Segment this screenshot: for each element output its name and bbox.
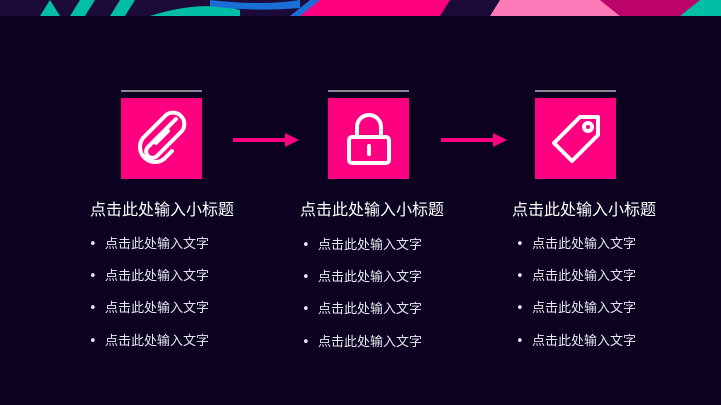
arrow-right-icon [233,132,299,151]
divider [121,90,202,92]
bullet-item[interactable]: •点击此处输入文字 [516,334,637,349]
column-3: 点击此处输入小标题 •点击此处输入文字 •点击此处输入文字 •点击此处输入文字 … [479,0,689,405]
bullet-item[interactable]: •点击此处输入文字 [89,237,210,252]
column-title[interactable]: 点击此处输入小标题 [511,200,656,219]
bullet-item[interactable]: •点击此处输入文字 [302,335,423,350]
column-title[interactable]: 点击此处输入小标题 [89,200,234,219]
bullet-item[interactable]: •点击此处输入文字 [516,269,637,284]
column-title[interactable]: 点击此处输入小标题 [299,200,444,219]
bullet-item[interactable]: •点击此处输入文字 [89,334,210,349]
tag-icon [535,98,616,179]
lock-icon [328,98,409,179]
divider [535,90,616,92]
bullet-item[interactable]: •点击此处输入文字 [516,237,637,252]
paperclip-icon [121,98,202,179]
bullet-item[interactable]: •点击此处输入文字 [302,238,423,253]
bullet-item[interactable]: •点击此处输入文字 [302,270,423,285]
bullet-item[interactable]: •点击此处输入文字 [302,302,423,317]
tropical-leaf-banner [0,0,721,16]
divider [328,90,409,92]
bullet-item[interactable]: •点击此处输入文字 [516,301,637,316]
bullet-item[interactable]: •点击此处输入文字 [89,269,210,284]
column-2: 点击此处输入小标题 •点击此处输入文字 •点击此处输入文字 •点击此处输入文字 … [267,0,477,405]
arrow-right-icon [441,132,507,151]
column-1: 点击此处输入小标题 •点击此处输入文字 •点击此处输入文字 •点击此处输入文字 … [57,0,267,405]
bullet-item[interactable]: •点击此处输入文字 [89,301,210,316]
